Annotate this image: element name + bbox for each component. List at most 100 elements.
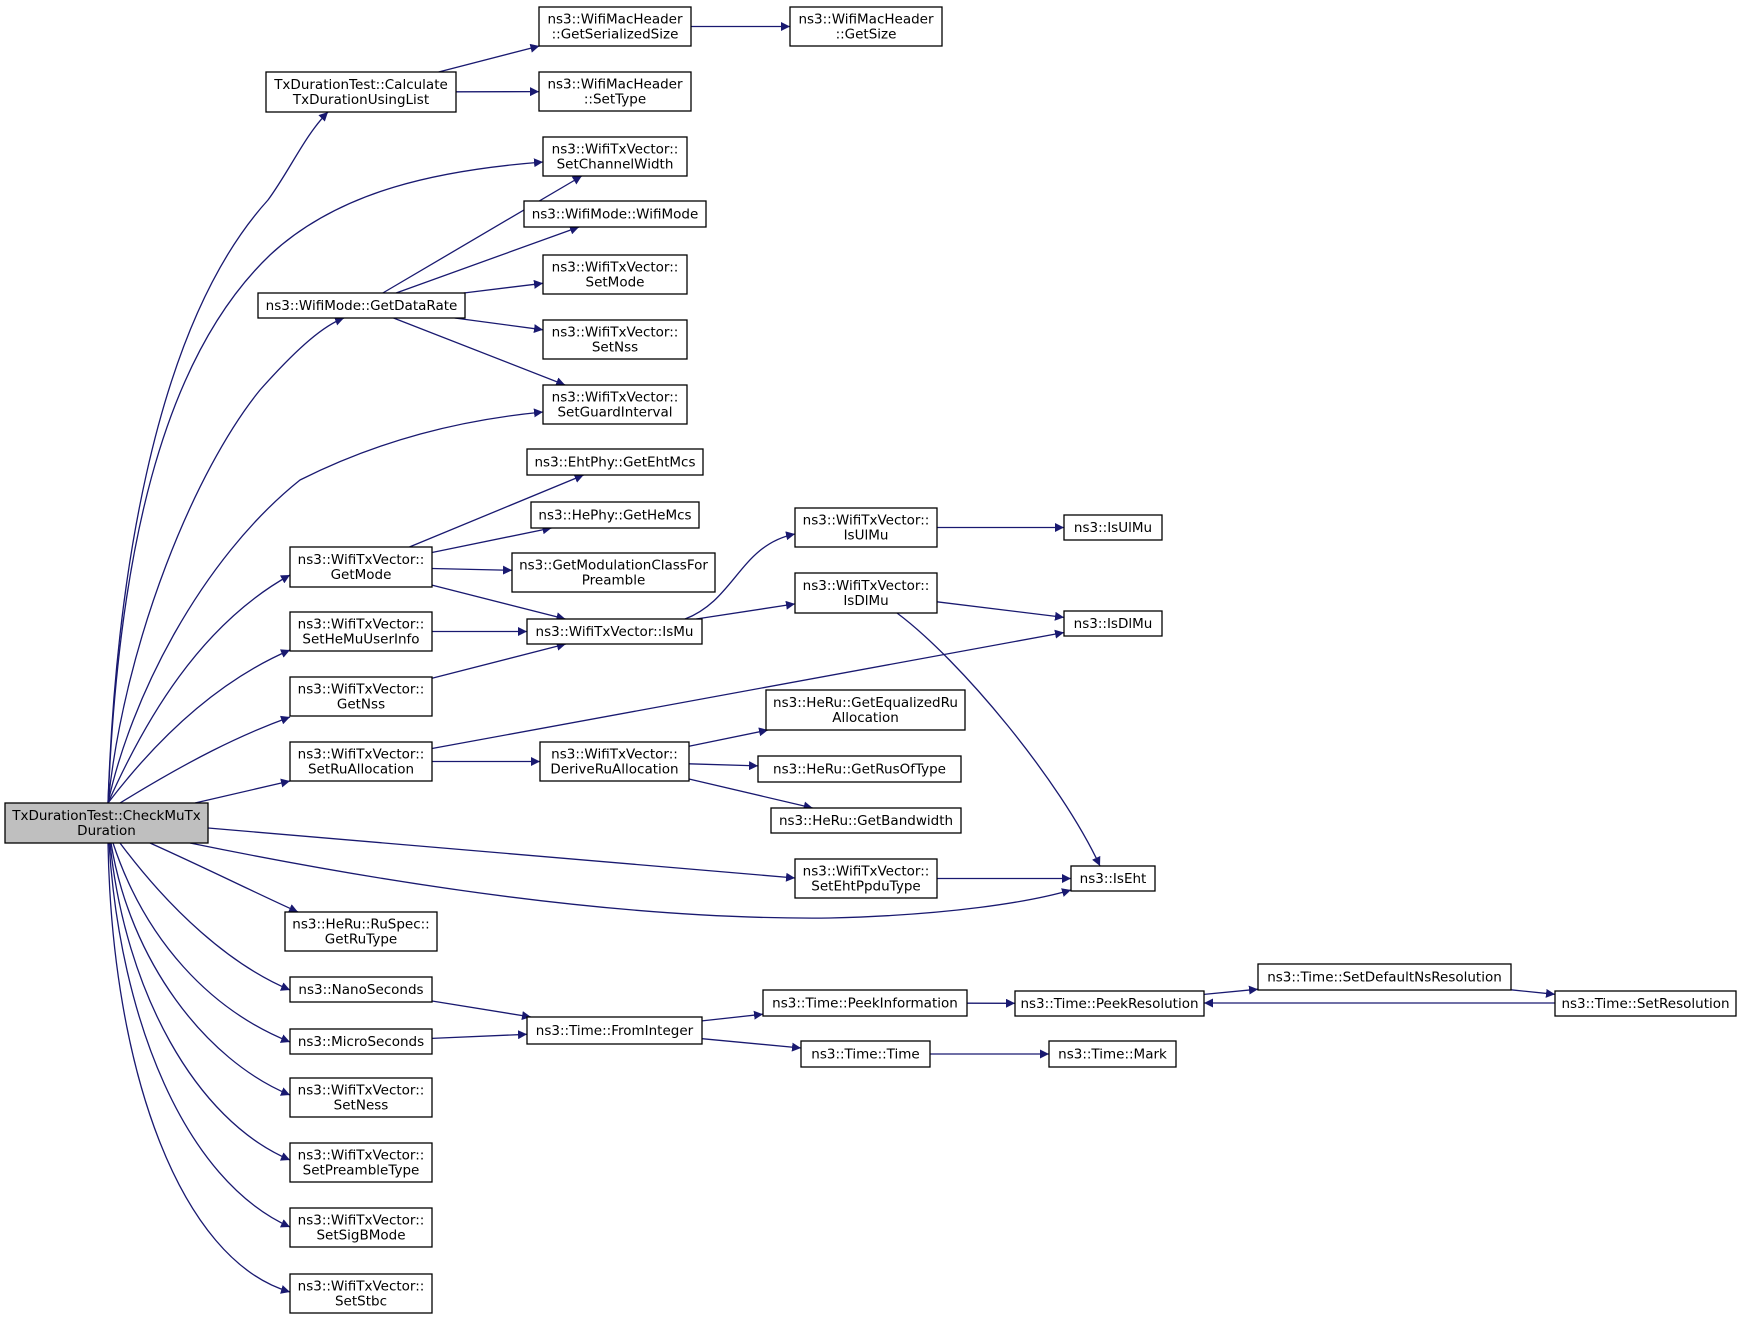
edge-root-to-heMuUser <box>107 649 291 804</box>
node-label: ns3::EhtPhy::GetEhtMcs <box>535 455 696 471</box>
node-peekRes[interactable]: ns3::Time::PeekResolution <box>1014 990 1205 1017</box>
node-label: ns3::IsDlMu <box>1074 616 1153 632</box>
node-label: TxDurationTest::CheckMuTx <box>11 808 201 824</box>
node-label: DeriveRuAllocation <box>550 762 678 778</box>
node-rusOfType[interactable]: ns3::HeRu::GetRusOfType <box>757 755 962 783</box>
node-guard[interactable]: ns3::WifiTxVector::SetGuardInterval <box>542 384 688 425</box>
node-box <box>762 989 968 1017</box>
node-setNess[interactable]: ns3::WifiTxVector::SetNess <box>289 1077 433 1118</box>
edge-nano-to-fromInt <box>431 1000 532 1021</box>
node-setRuAlloc[interactable]: ns3::WifiTxVector::SetRuAllocation <box>289 741 433 782</box>
node-box <box>1014 990 1205 1017</box>
edge-isMu-to-isDlMuVec <box>696 600 796 620</box>
node-setRes[interactable]: ns3::Time::SetResolution <box>1554 990 1737 1017</box>
node-ruType[interactable]: ns3::HeRu::RuSpec::GetRuType <box>284 911 438 952</box>
edge-root-to-setNess <box>110 842 291 1096</box>
node-setMode[interactable]: ns3::WifiTxVector::SetMode <box>542 254 688 295</box>
node-macSize[interactable]: ns3::WifiMacHeader::GetSize <box>789 6 943 47</box>
node-isEht[interactable]: ns3::IsEht <box>1070 865 1156 892</box>
edge-getMode-to-modClass <box>431 565 513 575</box>
edge-isDlMuVec-to-isEht <box>896 612 1101 867</box>
node-isUlMu[interactable]: ns3::IsUlMu <box>1063 514 1163 541</box>
node-box <box>542 319 688 360</box>
node-isUlMuVec[interactable]: ns3::WifiTxVector::IsUlMu <box>794 507 938 548</box>
edge-calc-to-macSer <box>438 43 540 73</box>
edge-root-to-isEht <box>189 842 1072 919</box>
node-label: ns3::WifiMacHeader <box>547 77 683 93</box>
node-isDlMuVec[interactable]: ns3::WifiTxVector::IsDlMu <box>794 572 938 614</box>
edge-deriveRu-to-bandwidth <box>688 778 813 811</box>
node-macSer[interactable]: ns3::WifiMacHeader::GetSerializedSize <box>538 6 692 47</box>
node-box <box>257 292 466 319</box>
edge-root-to-getMode <box>107 574 291 804</box>
node-label: ns3::GetModulationClassFor <box>519 558 708 574</box>
node-bandwidth[interactable]: ns3::HeRu::GetBandwidth <box>770 807 962 834</box>
node-label: ns3::Time::PeekInformation <box>772 996 958 1012</box>
edge-getNss-to-isMu <box>431 641 566 679</box>
edge-getDataRate-to-setMode <box>463 279 544 294</box>
node-calc[interactable]: TxDurationTest::CalculateTxDurationUsing… <box>265 71 457 113</box>
node-time[interactable]: ns3::Time::Time <box>800 1040 931 1068</box>
edge-fromInt-to-peekInfo <box>701 1010 764 1022</box>
node-box <box>538 71 692 112</box>
node-box <box>794 507 938 548</box>
node-box <box>794 572 938 614</box>
node-sigB[interactable]: ns3::WifiTxVector::SetSigBMode <box>289 1207 433 1248</box>
node-label: ns3::WifiTxVector:: <box>803 864 930 880</box>
node-label: SetNss <box>592 340 638 356</box>
node-macType[interactable]: ns3::WifiMacHeader::SetType <box>538 71 692 112</box>
node-label: ns3::WifiMode::WifiMode <box>532 207 699 223</box>
node-label: ns3::Time::FromInteger <box>536 1023 694 1039</box>
node-fromInt[interactable]: ns3::Time::FromInteger <box>526 1016 703 1045</box>
node-getDataRate[interactable]: ns3::WifiMode::GetDataRate <box>257 292 466 319</box>
node-peekInfo[interactable]: ns3::Time::PeekInformation <box>762 989 968 1017</box>
edge-root-to-sigB <box>108 842 291 1228</box>
node-deriveRu[interactable]: ns3::WifiTxVector::DeriveRuAllocation <box>539 741 690 782</box>
node-box <box>526 448 704 476</box>
node-isMu[interactable]: ns3::WifiTxVector::IsMu <box>526 618 703 645</box>
node-ehtMcs[interactable]: ns3::EhtPhy::GetEhtMcs <box>526 448 704 476</box>
node-label: ns3::WifiMacHeader <box>547 12 683 28</box>
edge-deriveRu-to-rusOfType <box>688 761 759 771</box>
node-box <box>539 741 690 782</box>
node-box <box>526 618 703 645</box>
edge-micro-to-fromInt <box>431 1030 528 1040</box>
node-box <box>289 1142 433 1183</box>
node-setDefNs[interactable]: ns3::Time::SetDefaultNsResolution <box>1257 963 1512 991</box>
node-setNss[interactable]: ns3::WifiTxVector::SetNss <box>542 319 688 360</box>
edge-root-to-getDataRate <box>107 316 345 804</box>
node-chWidth[interactable]: ns3::WifiTxVector::SetChannelWidth <box>542 136 688 177</box>
node-label: SetRuAllocation <box>308 762 414 778</box>
edge-isMu-to-isUlMuVec <box>684 531 796 620</box>
node-label: SetMode <box>586 275 645 291</box>
node-box <box>542 384 688 425</box>
node-label: SetPreambleType <box>303 1163 420 1179</box>
node-micro[interactable]: ns3::MicroSeconds <box>289 1028 433 1055</box>
node-box <box>1048 1040 1177 1068</box>
node-nano[interactable]: ns3::NanoSeconds <box>289 976 433 1003</box>
node-ehtPpdu[interactable]: ns3::WifiTxVector::SetEhtPpduType <box>794 858 938 899</box>
node-label: ns3::WifiTxVector:: <box>298 682 425 698</box>
node-isDlMu[interactable]: ns3::IsDlMu <box>1063 610 1163 637</box>
node-heMcs[interactable]: ns3::HePhy::GetHeMcs <box>530 501 700 529</box>
node-stbc[interactable]: ns3::WifiTxVector::SetStbc <box>289 1273 433 1314</box>
node-preamble[interactable]: ns3::WifiTxVector::SetPreambleType <box>289 1142 433 1183</box>
node-heMuUser[interactable]: ns3::WifiTxVector::SetHeMuUserInfo <box>289 611 433 652</box>
node-getNss[interactable]: ns3::WifiTxVector::GetNss <box>289 676 433 717</box>
edge-deriveRu-to-eqRu <box>688 727 769 747</box>
node-label: ns3::NanoSeconds <box>298 982 423 998</box>
node-label: SetHeMuUserInfo <box>302 632 419 648</box>
node-getMode[interactable]: ns3::WifiTxVector::GetMode <box>289 546 433 588</box>
node-box <box>289 1028 433 1055</box>
node-box <box>523 200 707 228</box>
node-label: ns3::WifiMacHeader <box>798 12 934 28</box>
edge-root-to-ehtPpdu <box>207 827 796 882</box>
node-label: Allocation <box>832 710 899 726</box>
node-label: SetNess <box>334 1098 389 1114</box>
node-wifiMode[interactable]: ns3::WifiMode::WifiMode <box>523 200 707 228</box>
node-label: Duration <box>77 823 136 839</box>
node-mark[interactable]: ns3::Time::Mark <box>1048 1040 1177 1068</box>
call-edges <box>107 22 1556 1294</box>
